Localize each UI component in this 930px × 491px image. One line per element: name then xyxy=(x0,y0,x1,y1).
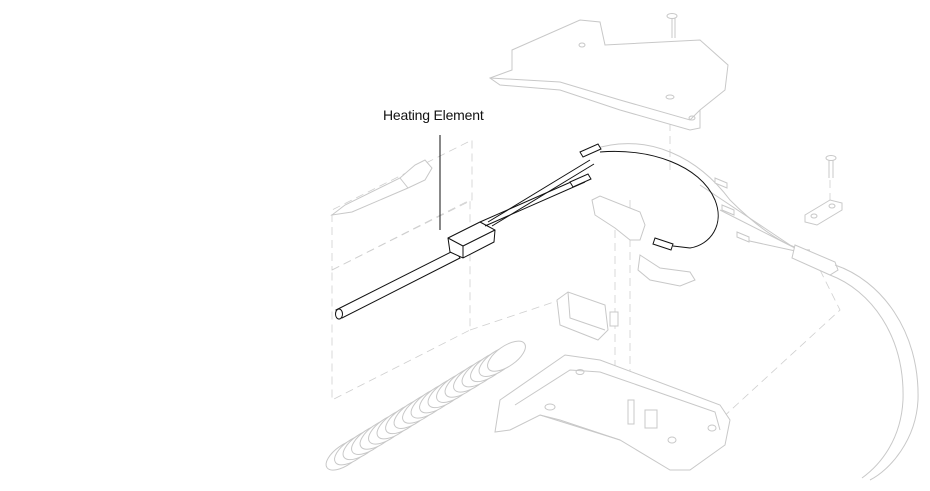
screw xyxy=(666,13,678,38)
micro-switch xyxy=(556,291,619,341)
spring-coil xyxy=(487,340,526,372)
top-housing-cover xyxy=(488,19,729,131)
heating-element xyxy=(335,135,719,320)
trigger-switch xyxy=(591,195,696,287)
bottom-housing xyxy=(494,354,731,471)
power-cord xyxy=(589,143,919,481)
spring xyxy=(325,340,526,471)
heating-element-callout-label: Heating Element xyxy=(383,107,484,123)
soldering-tip xyxy=(330,159,433,216)
screw xyxy=(825,155,837,178)
cable-clamp xyxy=(804,199,843,226)
